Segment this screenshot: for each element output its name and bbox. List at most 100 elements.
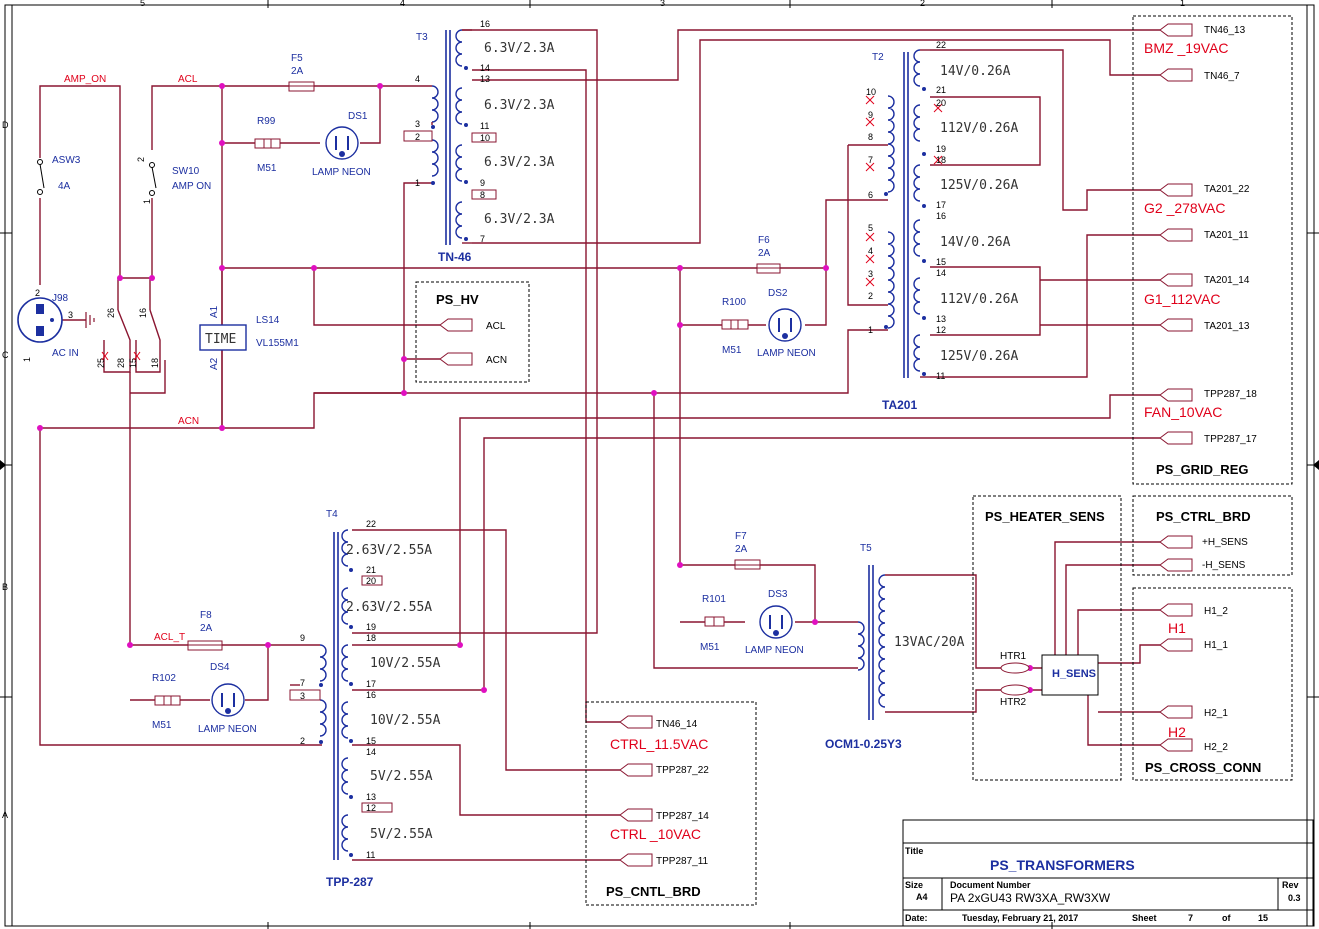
svg-text:19: 19 [366,622,376,632]
svg-text:TN46_13: TN46_13 [1204,25,1246,36]
port-h1-2: H1_2 [1159,603,1228,617]
svg-text:LAMP NEON: LAMP NEON [312,167,371,178]
svg-text:H2_1: H2_1 [1204,708,1228,719]
label-g1: G1_112VAC [1144,291,1221,307]
svg-text:2.63V/2.55A: 2.63V/2.55A [346,600,432,615]
svg-text:4: 4 [415,74,420,84]
port-ta201-14: TA201_14 [1159,273,1250,287]
svg-text:HTR2: HTR2 [1000,697,1027,708]
svg-text:M51: M51 [152,720,172,731]
asw3-fuse: ASW3 4A [30,155,81,198]
svg-text:20: 20 [366,576,376,586]
htr1-connector: HTR1 [1000,651,1030,674]
svg-text:TN46_7: TN46_7 [1204,71,1240,82]
port-tpp287-14: TPP287_14 [619,808,709,822]
svg-text:PS_CTRL_BRD: PS_CTRL_BRD [1156,509,1251,524]
svg-text:1: 1 [868,325,873,335]
svg-text:H_SENS: H_SENS [1052,668,1096,680]
svg-text:Tuesday, February 21, 2017: Tuesday, February 21, 2017 [962,913,1078,923]
svg-text:15: 15 [1258,913,1268,923]
svg-text:10V/2.55A: 10V/2.55A [370,713,441,728]
svg-text:F6: F6 [758,235,770,246]
svg-text:OCM1-0.25Y3: OCM1-0.25Y3 [825,737,902,751]
ds4-neon-lamp: DS4 LAMP NEON [198,662,257,735]
svg-text:17: 17 [366,679,376,689]
svg-text:ACN: ACN [486,355,507,366]
svg-text:Document Number: Document Number [950,880,1031,890]
svg-text:22: 22 [366,519,376,529]
svg-text:6.3V/2.3A: 6.3V/2.3A [484,155,555,170]
port-tn46-7: TN46_7 [1159,68,1240,82]
port-h2-2: H2_2 [1159,738,1228,753]
r100-resistor: R100 M51 [721,297,749,356]
svg-text:TA201_11: TA201_11 [1204,230,1249,241]
label-ctrl-10: CTRL _10VAC [610,826,701,842]
svg-text:PS_CROSS_CONN: PS_CROSS_CONN [1145,760,1261,775]
port-tn46-14: TN46_14 [619,715,698,730]
label-h2: H2 [1168,724,1186,740]
svg-text:M51: M51 [700,642,720,653]
ds1-neon-lamp: DS1 LAMP NEON [312,111,371,178]
svg-text:1: 1 [142,199,152,204]
h-sens-module: H_SENS [1041,654,1099,696]
svg-text:T4: T4 [326,509,338,520]
port-h1-1: H1_1 [1159,638,1228,652]
svg-text:18: 18 [936,155,946,165]
svg-text:21: 21 [936,85,946,95]
svg-text:TPP287_18: TPP287_18 [1204,389,1257,400]
svg-text:TPP287_11: TPP287_11 [656,856,709,867]
net-label-acl-t: ACL_T [154,632,185,643]
sw10-switch: 2 1 SW10 AMP ON [136,150,211,204]
svg-text:16: 16 [138,308,148,318]
svg-text:R102: R102 [152,673,176,684]
svg-text:2: 2 [35,288,40,298]
svg-text:0.3: 0.3 [1288,893,1301,903]
svg-text:125V/0.26A: 125V/0.26A [940,178,1018,193]
svg-text:5: 5 [868,223,873,233]
svg-text:19: 19 [936,144,946,154]
svg-text:DS1: DS1 [348,111,368,122]
svg-text:PS_HEATER_SENS: PS_HEATER_SENS [985,509,1105,524]
svg-text:2A: 2A [200,623,213,634]
label-ctrl-11-5: CTRL_11.5VAC [610,736,708,752]
svg-text:H1_2: H1_2 [1204,606,1228,617]
frame-row-label: A [2,810,8,820]
svg-text:PS_GRID_REG: PS_GRID_REG [1156,462,1248,477]
svg-text:22: 22 [936,40,946,50]
svg-text:TPP-287: TPP-287 [326,875,374,889]
svg-text:TN46_14: TN46_14 [656,719,698,730]
svg-text:7: 7 [300,678,305,688]
junction-dots [37,83,1033,693]
port-h-sens-neg: -H_SENS [1159,558,1246,572]
f5-fuse: F5 2A [288,53,315,92]
svg-text:F8: F8 [200,610,212,621]
svg-text:4: 4 [868,246,873,256]
t2-transformer: 10 9 8 7 6 5 4 3 2 1 [865,40,1018,412]
r101-resistor: R101 M51 [700,594,726,653]
sheet-title: PS_TRANSFORMERS [990,857,1135,873]
frame-col-label: 1 [1180,0,1185,8]
svg-text:9: 9 [868,110,873,120]
ps-cross-conn-block: PS_CROSS_CONN [1132,587,1293,781]
svg-text:10: 10 [480,133,490,143]
relay-contacts: 26 16 25 28 15 18 [96,308,161,373]
svg-text:11: 11 [480,121,489,131]
wires [39,29,1160,861]
frame-col-label: 3 [660,0,665,8]
svg-text:25: 25 [96,358,106,368]
svg-text:18: 18 [366,633,376,643]
svg-text:Rev: Rev [1282,880,1299,890]
svg-text:2A: 2A [291,66,304,77]
port-h-sens-pos: +H_SENS [1159,535,1248,549]
svg-text:Date:: Date: [905,913,928,923]
svg-text:11: 11 [936,371,945,381]
ps-cntl-brd-block: PS_CNTL_BRD [585,701,757,906]
svg-text:112V/0.26A: 112V/0.26A [940,121,1018,136]
svg-text:13: 13 [366,792,376,802]
frame-row-label: D [2,120,9,130]
svg-text:4A: 4A [58,181,71,192]
svg-text:H1_1: H1_1 [1204,640,1228,651]
svg-text:15: 15 [128,358,138,368]
svg-text:VL155M1: VL155M1 [256,338,299,349]
svg-text:T5: T5 [860,543,872,554]
